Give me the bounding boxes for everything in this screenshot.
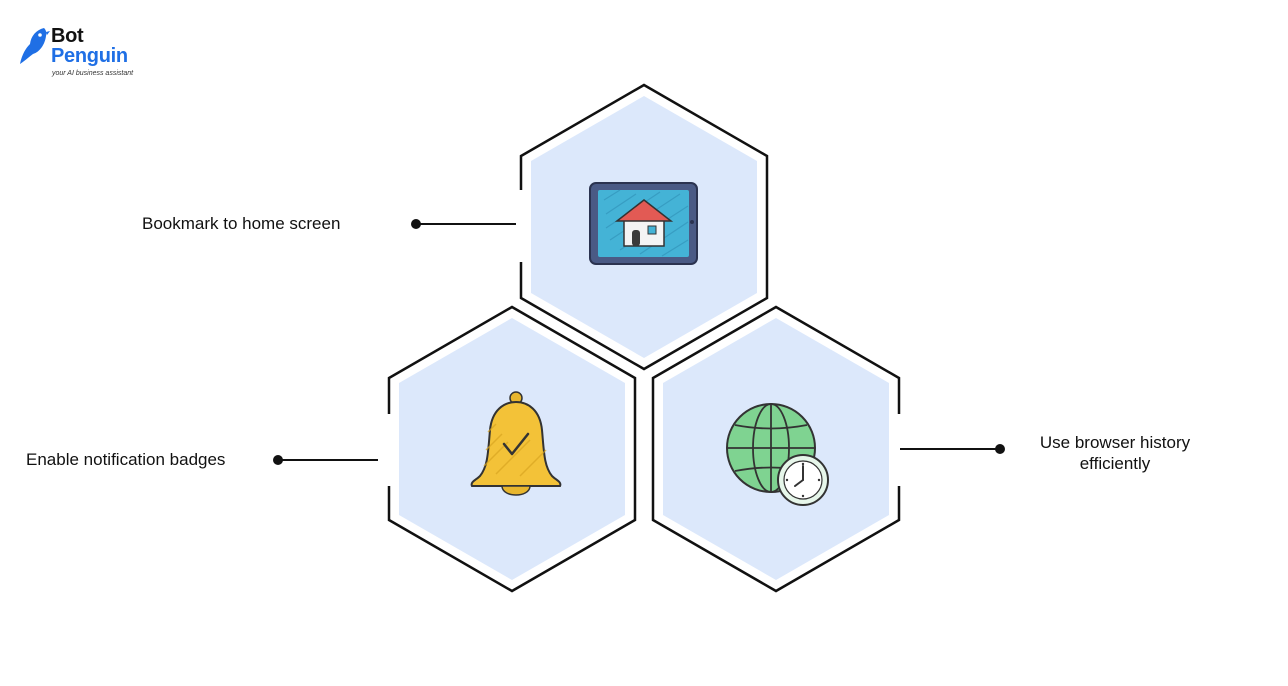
connector-bottom-left [273,455,378,465]
brand-name-line2: Penguin [51,45,128,67]
label-history: Use browser history efficiently [1039,433,1191,473]
label-notification: Enable notification badges [26,450,226,469]
brand-tagline: your AI business assistant [52,70,134,77]
connector-bottom-right [900,444,1005,454]
brand-logo: Bot Penguin your AI business assistant [18,24,158,84]
penguin-logo-icon [20,28,50,64]
globe-clock-icon [726,403,829,506]
connector-top [411,219,516,229]
brand-name-line1: Bot [51,25,84,47]
tablet-home-icon [589,182,698,265]
label-bookmark: Bookmark to home screen [142,214,341,233]
bell-check-icon [470,391,562,496]
